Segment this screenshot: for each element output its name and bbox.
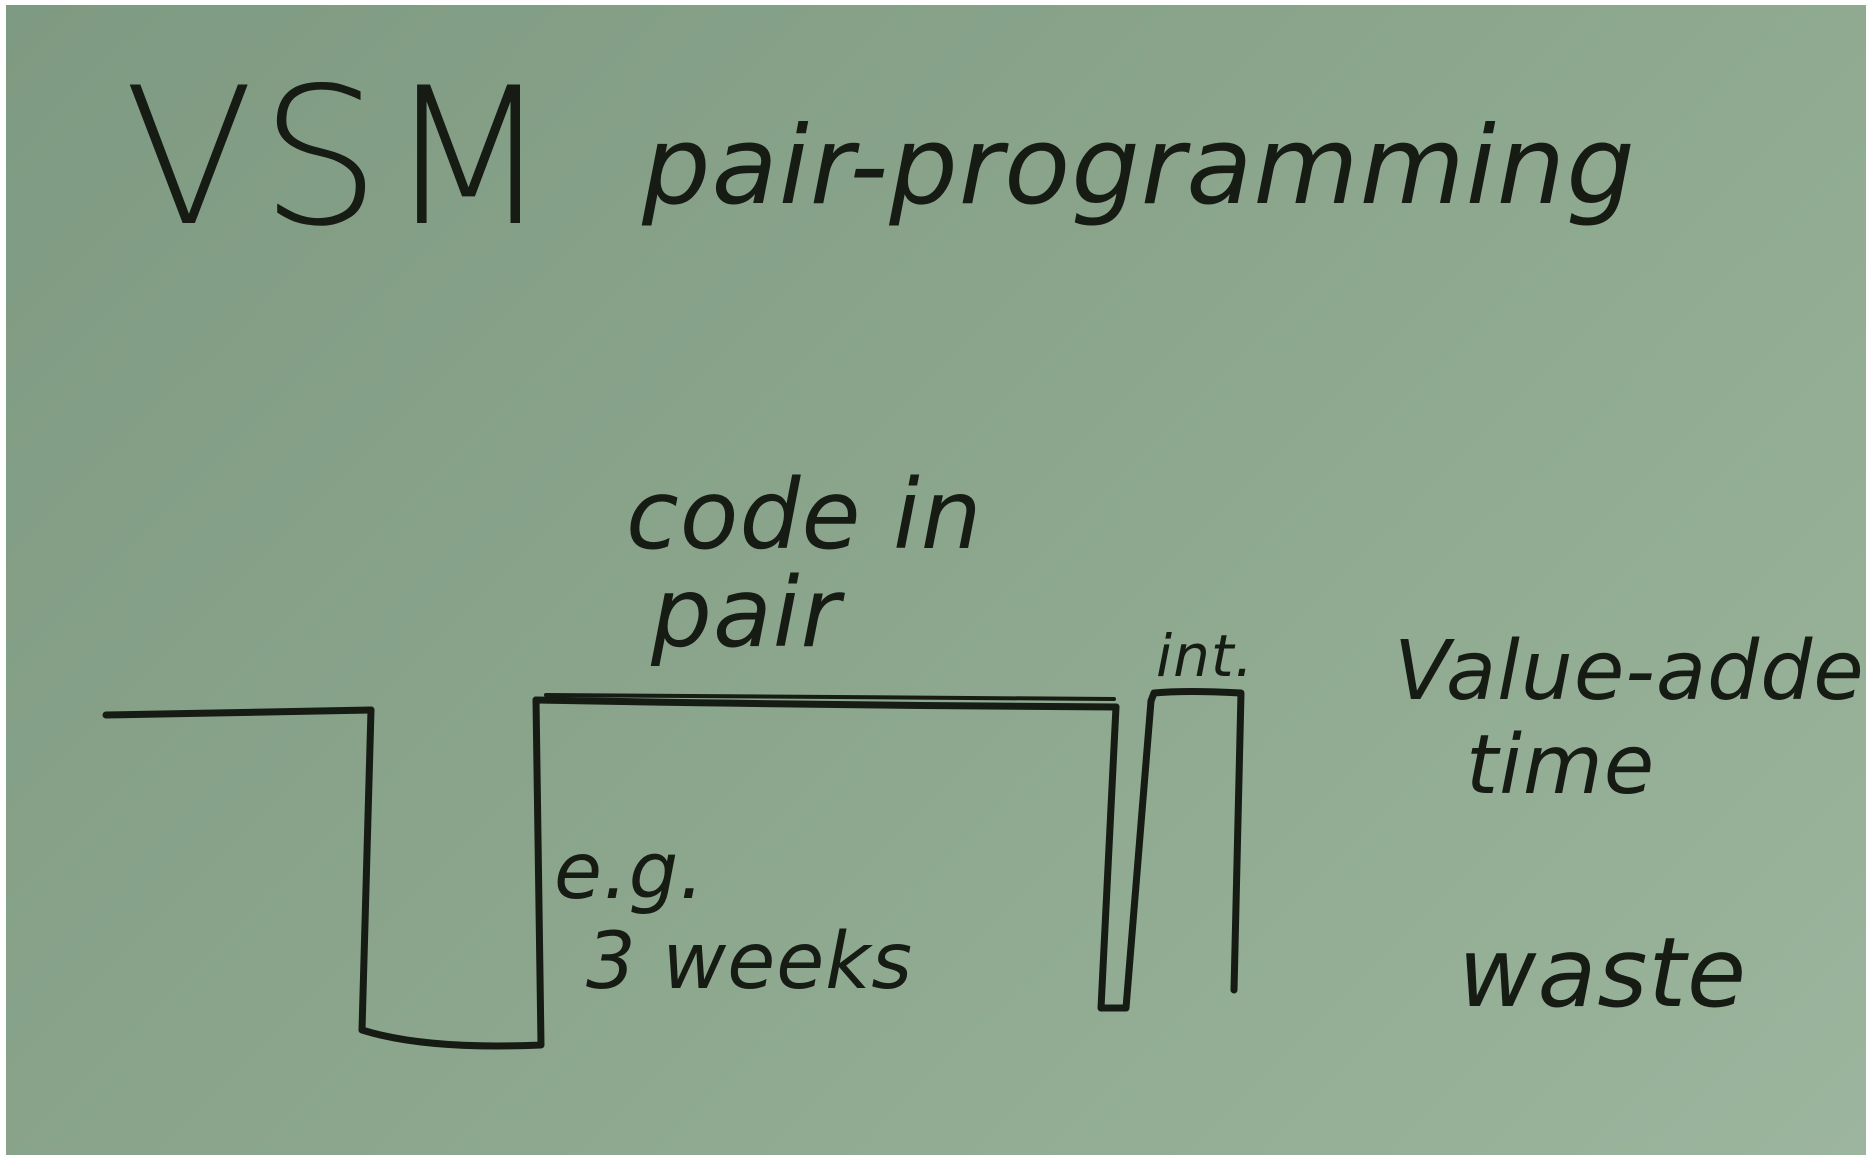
activity-label-line2: pair: [651, 557, 841, 669]
activity-label-line1: code in: [626, 459, 983, 571]
duration-label-line2: 3 weeks: [586, 917, 913, 1007]
code-in-pair-segment-double: [544, 693, 1116, 701]
diagram-subtitle: pair-programming: [642, 104, 1636, 229]
integration-step: [1147, 688, 1245, 994]
value-added-label-line1: Value-added: [1394, 624, 1866, 719]
waste-gap-first: [358, 696, 545, 1050]
whiteboard: VSM pair-programming code in pair int. V…: [6, 5, 1866, 1155]
timeline-segment-start: [102, 706, 375, 719]
duration-label-line1: e.g.: [554, 827, 706, 917]
code-in-pair-segment: [532, 696, 1120, 711]
value-stream-timeline: [102, 688, 1245, 1050]
value-added-label-line2: time: [1466, 718, 1656, 813]
integration-label: int.: [1156, 622, 1255, 690]
waste-gap-second: [1097, 697, 1155, 1012]
diagram-title: VSM: [124, 47, 557, 268]
waste-label: waste: [1458, 917, 1748, 1029]
